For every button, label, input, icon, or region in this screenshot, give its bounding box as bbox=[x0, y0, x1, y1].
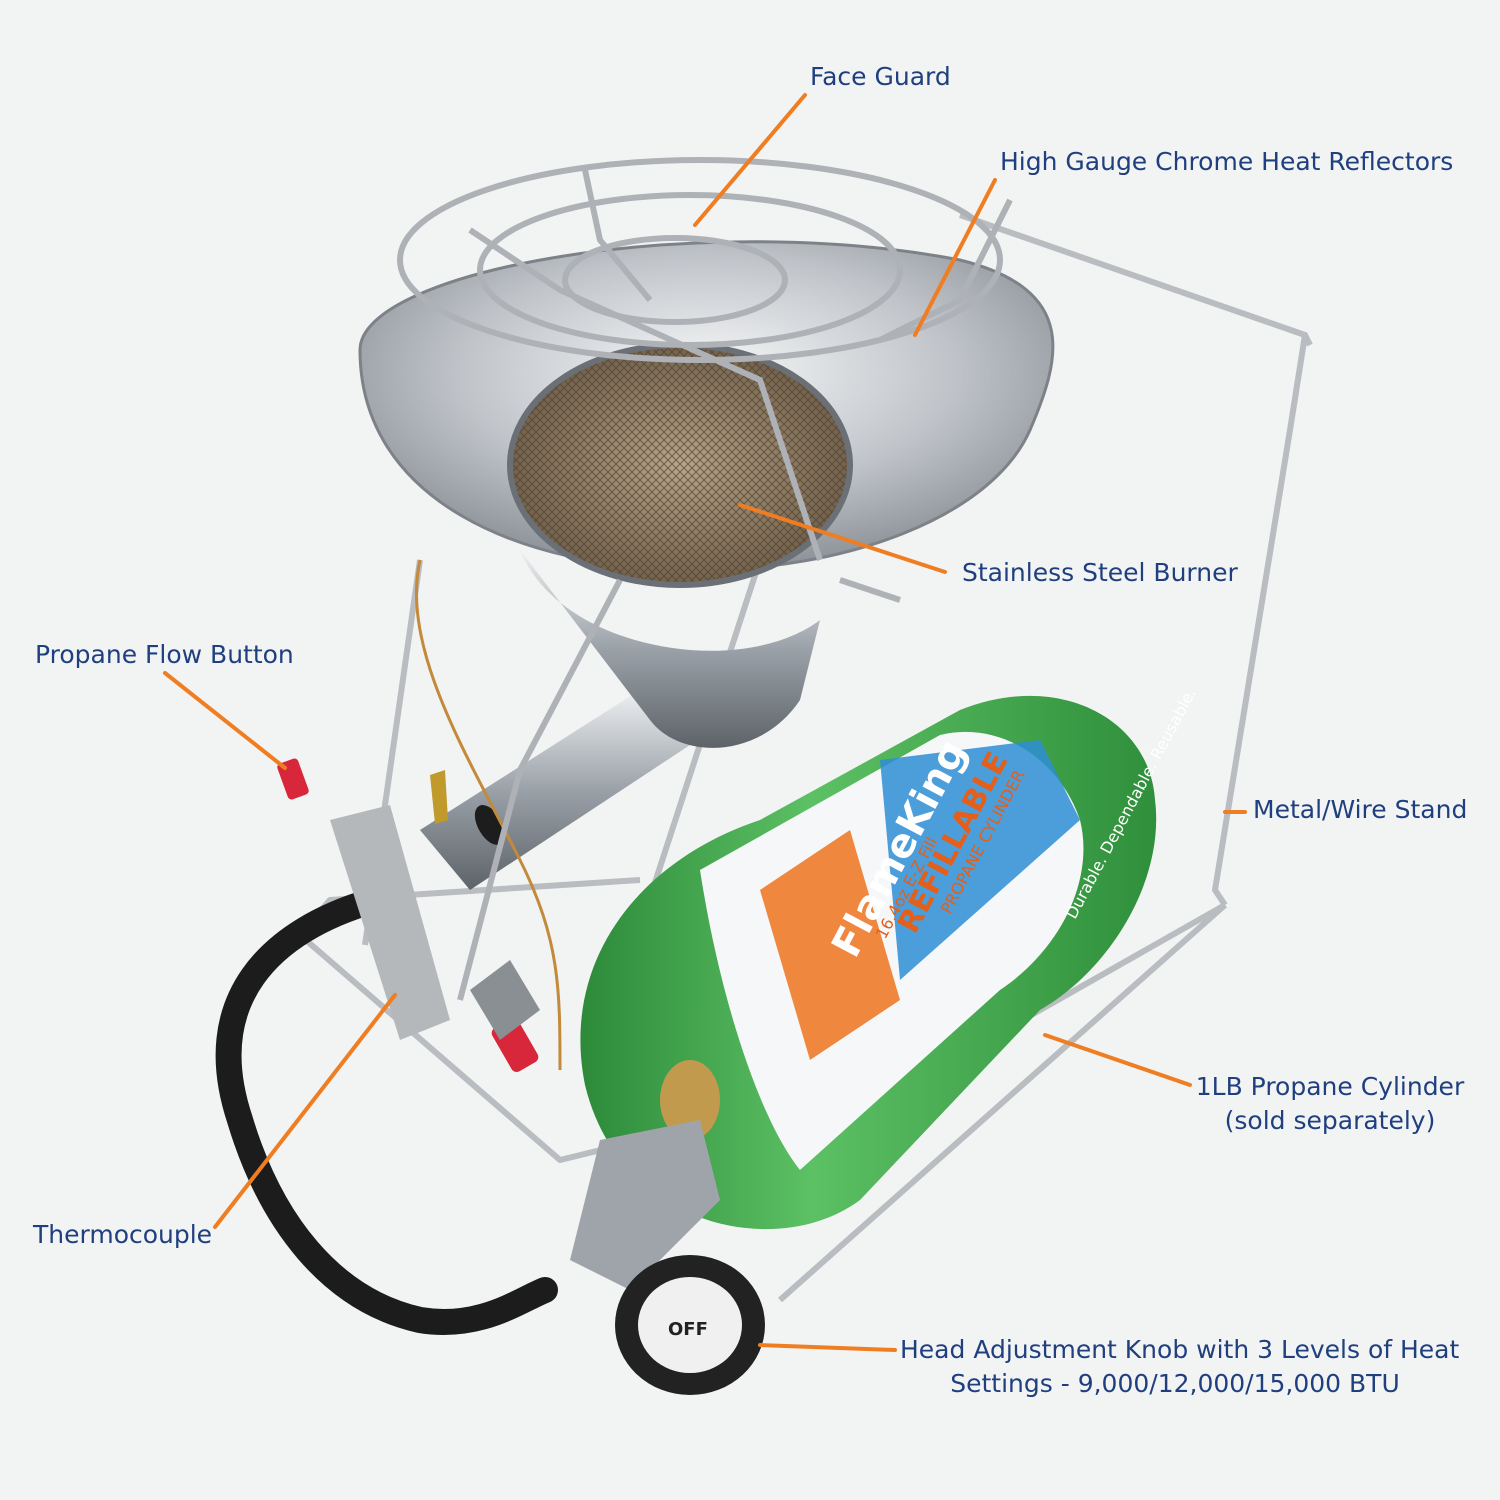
heater-illustration: FlameKing REFILLABLE 16.4oz E-Z Fill PRO… bbox=[215, 157, 1313, 1395]
cylinder-label: 1LB Propane Cylinder (sold separately) bbox=[1180, 1070, 1480, 1138]
valve-assembly bbox=[277, 559, 562, 1072]
regulator: OFF bbox=[570, 1120, 765, 1395]
cylinder-label-line1: 1LB Propane Cylinder bbox=[1195, 1072, 1465, 1101]
knob-off-text: OFF bbox=[668, 1319, 708, 1340]
knob-label-line1: Head Adjustment Knob with 3 Levels of He… bbox=[900, 1335, 1460, 1364]
reflectors-label: High Gauge Chrome Heat Reflectors bbox=[1000, 147, 1454, 176]
heater-head bbox=[358, 157, 1055, 1001]
leader-line bbox=[738, 503, 947, 574]
thermocouple-label: Thermocouple bbox=[33, 1220, 213, 1249]
gas-hose bbox=[215, 887, 558, 1335]
face-guard-label: Face Guard bbox=[810, 62, 951, 91]
face-guard bbox=[397, 157, 1013, 1001]
knob-label-line2: Settings - 9,000/12,000/15,000 BTU bbox=[950, 1369, 1400, 1398]
leader-line bbox=[693, 93, 807, 227]
leader-line bbox=[1043, 1033, 1192, 1087]
leader-line bbox=[758, 1343, 897, 1352]
cylinder-label-line2: (sold separately) bbox=[1224, 1106, 1436, 1135]
propane-flow-button-label: Propane Flow Button bbox=[35, 640, 294, 669]
metal-stand-label: Metal/Wire Stand bbox=[1253, 795, 1468, 824]
burner-label: Stainless Steel Burner bbox=[962, 558, 1238, 587]
leader-line bbox=[913, 178, 997, 337]
leader-line bbox=[213, 993, 397, 1229]
leader-lines bbox=[163, 93, 1247, 1352]
leader-line bbox=[163, 671, 287, 770]
knob-label: Head Adjustment Knob with 3 Levels of He… bbox=[900, 1333, 1460, 1401]
burner-tube bbox=[420, 690, 690, 890]
